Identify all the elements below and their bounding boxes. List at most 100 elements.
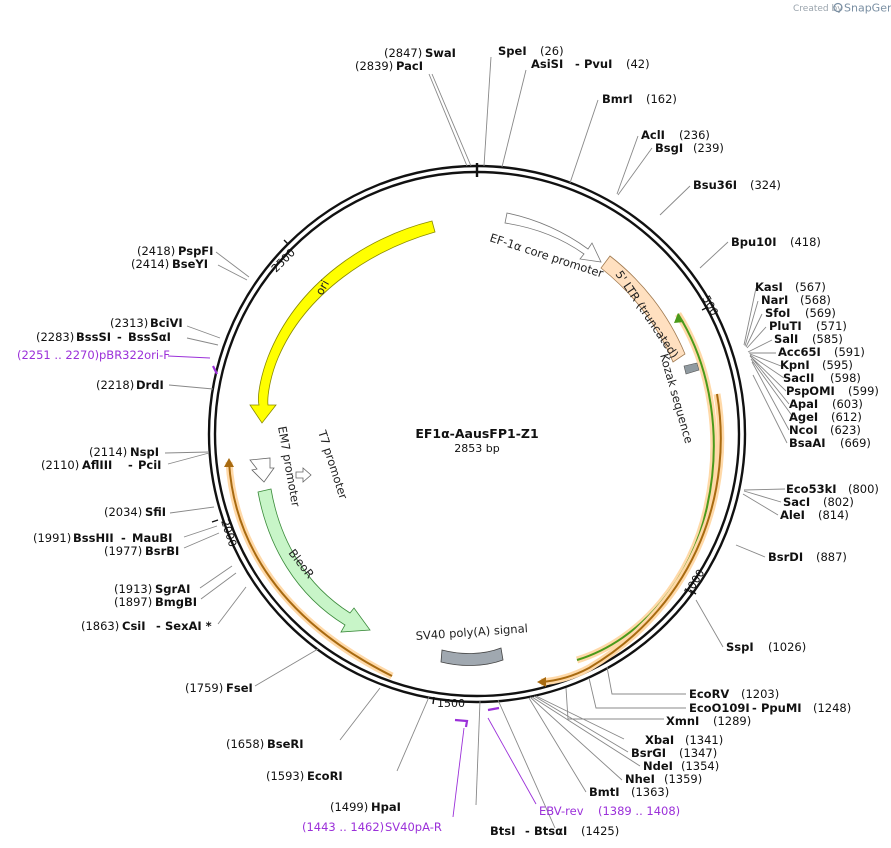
site-bpu10i[interactable]: Bpu10I(418) (731, 235, 821, 249)
site-pspomi[interactable]: PspOMI(599) (786, 384, 879, 398)
site-acli[interactable]: AclI(236) (641, 128, 710, 142)
site-bsrdi[interactable]: BsrDI(887) (768, 550, 847, 564)
svg-text:PpuMI: PpuMI (761, 701, 802, 715)
site-bsshii[interactable]: (1991)BssHII-MauBI (33, 531, 172, 545)
leader-cluster-mcs (743, 287, 794, 444)
svg-text:(162): (162) (646, 92, 677, 106)
svg-text:SgrAI: SgrAI (155, 582, 190, 596)
site-ndei[interactable]: NdeI (1354) (643, 759, 719, 773)
feature-sv40pa-box (440, 647, 504, 666)
leader-acli (616, 135, 639, 195)
leader-sspi (695, 599, 724, 648)
primer-pbr322ori-f-range: (2251 .. 2270) (17, 348, 99, 362)
site-pluti[interactable]: PluTI(571) (769, 319, 847, 333)
feature-cds2-head (537, 677, 546, 687)
site-drdi[interactable]: (2218)DrdI (96, 378, 164, 392)
snapgene-logo-icon (833, 2, 843, 13)
site-sspi[interactable]: SspI(1026) (726, 640, 806, 654)
site-bsgi[interactable]: BsgI(239) (655, 141, 724, 155)
leader-sfii (169, 506, 215, 514)
svg-text:-: - (752, 701, 757, 715)
svg-text:(1658): (1658) (226, 737, 264, 751)
site-kpni[interactable]: KpnI(595) (780, 358, 853, 372)
site-afliii[interactable]: (2110)AflIII-PciI (41, 458, 161, 472)
svg-text:MauBI: MauBI (132, 531, 172, 545)
site-btsi[interactable]: BtsI-BtsαI(1425) (490, 824, 619, 838)
site-pspfi[interactable]: (2418)PspFI (137, 244, 213, 258)
svg-text:(1363): (1363) (631, 785, 669, 799)
svg-text:(1977): (1977) (104, 544, 142, 558)
site-swai[interactable]: (2847)SwaI (384, 46, 456, 60)
site-sfii[interactable]: (2034)SfiI (104, 505, 166, 519)
site-csii[interactable]: (1863)CsiI-SexAI * (81, 619, 212, 633)
svg-text:(1593): (1593) (266, 769, 304, 783)
svg-text:SacII: SacII (783, 371, 814, 385)
site-xbai[interactable]: XbaI(1341) (645, 733, 723, 747)
site-spei[interactable]: SpeI(26) (498, 44, 564, 58)
site-alei[interactable]: AleI(814) (780, 508, 849, 522)
tick-2000-label: 2000 (218, 518, 239, 549)
site-eco53ki[interactable]: Eco53kI(800) (786, 482, 879, 496)
svg-text:BsgI: BsgI (655, 141, 683, 155)
site-bcivi[interactable]: (2313)BciVI (110, 316, 183, 330)
site-bsrbi[interactable]: (1977)BsrBI (104, 544, 179, 558)
leader-bseri (339, 687, 381, 741)
site-ncoi[interactable]: NcoI(623) (789, 423, 861, 437)
site-nhei[interactable]: NheI(1359) (625, 772, 702, 786)
svg-text:BsrDI: BsrDI (768, 550, 803, 564)
site-sacii[interactable]: SacII(598) (783, 371, 861, 385)
site-bmti[interactable]: BmtI(1363) (589, 785, 669, 799)
site-bseri[interactable]: (1658)BseRI (226, 737, 304, 751)
svg-text:SwaI: SwaI (425, 46, 456, 60)
site-bmri[interactable]: BmrI(162) (602, 92, 677, 106)
site-bsssi[interactable]: (2283)BssSI-BssSαI (36, 330, 171, 344)
site-paci[interactable]: (2839)PacI (355, 59, 423, 73)
site-bsaai[interactable]: BsaAI(669) (789, 436, 871, 450)
site-sfoi[interactable]: SfoI(569) (765, 306, 836, 320)
site-acc65i[interactable]: Acc65I(591) (778, 345, 865, 359)
site-eco0109i[interactable]: EcoO109I-PpuMI(1248) (689, 701, 851, 715)
sites-right: SpeI(26) AsiSI-PvuI(42) BmrI(162) AclI(2… (490, 44, 879, 838)
site-nari[interactable]: NarI(568) (761, 293, 831, 307)
svg-text:(1913): (1913) (114, 582, 152, 596)
svg-text:(236): (236) (679, 128, 710, 142)
svg-text:PspFI: PspFI (178, 244, 213, 258)
svg-text:(591): (591) (834, 345, 865, 359)
svg-text:(800): (800) (848, 482, 879, 496)
svg-text:(1991): (1991) (33, 531, 71, 545)
svg-text:BseYI: BseYI (172, 257, 208, 271)
svg-text:NdeI: NdeI (643, 759, 673, 773)
site-bsu36i[interactable]: Bsu36I(324) (693, 178, 781, 192)
site-apai[interactable]: ApaI(603) (789, 397, 863, 411)
svg-text:EcoRI: EcoRI (307, 769, 343, 783)
site-saci[interactable]: SacI(802) (783, 495, 854, 509)
leader-cluster-nspi (164, 451, 210, 465)
site-ecori[interactable]: (1593)EcoRI (266, 769, 343, 783)
svg-text:AgeI: AgeI (789, 410, 818, 424)
svg-text:Bsu36I: Bsu36I (693, 178, 737, 192)
svg-text:BtsI: BtsI (490, 824, 515, 838)
feature-label-em7: EM7 promoter (275, 425, 303, 508)
leader-cluster-bsrbi (183, 525, 220, 549)
site-kasi[interactable]: KasI(567) (755, 280, 826, 294)
site-sali[interactable]: SalI(585) (774, 332, 843, 346)
site-ecorv[interactable]: EcoRV(1203) (689, 687, 779, 701)
svg-text:(1347): (1347) (679, 746, 717, 760)
site-asisi[interactable]: AsiSI-PvuI(42) (531, 57, 650, 71)
svg-text:SspI: SspI (726, 640, 754, 654)
site-bseyi[interactable]: (2414)BseYI (131, 257, 208, 271)
leader-cluster-pspfi (215, 251, 250, 281)
svg-text:(1354): (1354) (681, 759, 719, 773)
tick-500-mark (701, 306, 709, 311)
site-xmni[interactable]: XmnI(1289) (666, 714, 751, 728)
site-sgrai[interactable]: (1913)SgrAI (114, 582, 190, 596)
site-nspi[interactable]: (2114)NspI (89, 445, 159, 459)
leader-cluster-saci (742, 488, 786, 516)
site-bmgbi[interactable]: (1897)BmgBI (114, 595, 197, 609)
leader-xmni (565, 687, 664, 720)
site-bsrgi[interactable]: BsrGI(1347) (631, 746, 717, 760)
site-hpai[interactable]: (1499)HpaI (330, 800, 401, 814)
site-agei[interactable]: AgeI(612) (789, 410, 862, 424)
site-fsei[interactable]: (1759)FseI (185, 681, 253, 695)
svg-text:BssHII: BssHII (73, 531, 114, 545)
